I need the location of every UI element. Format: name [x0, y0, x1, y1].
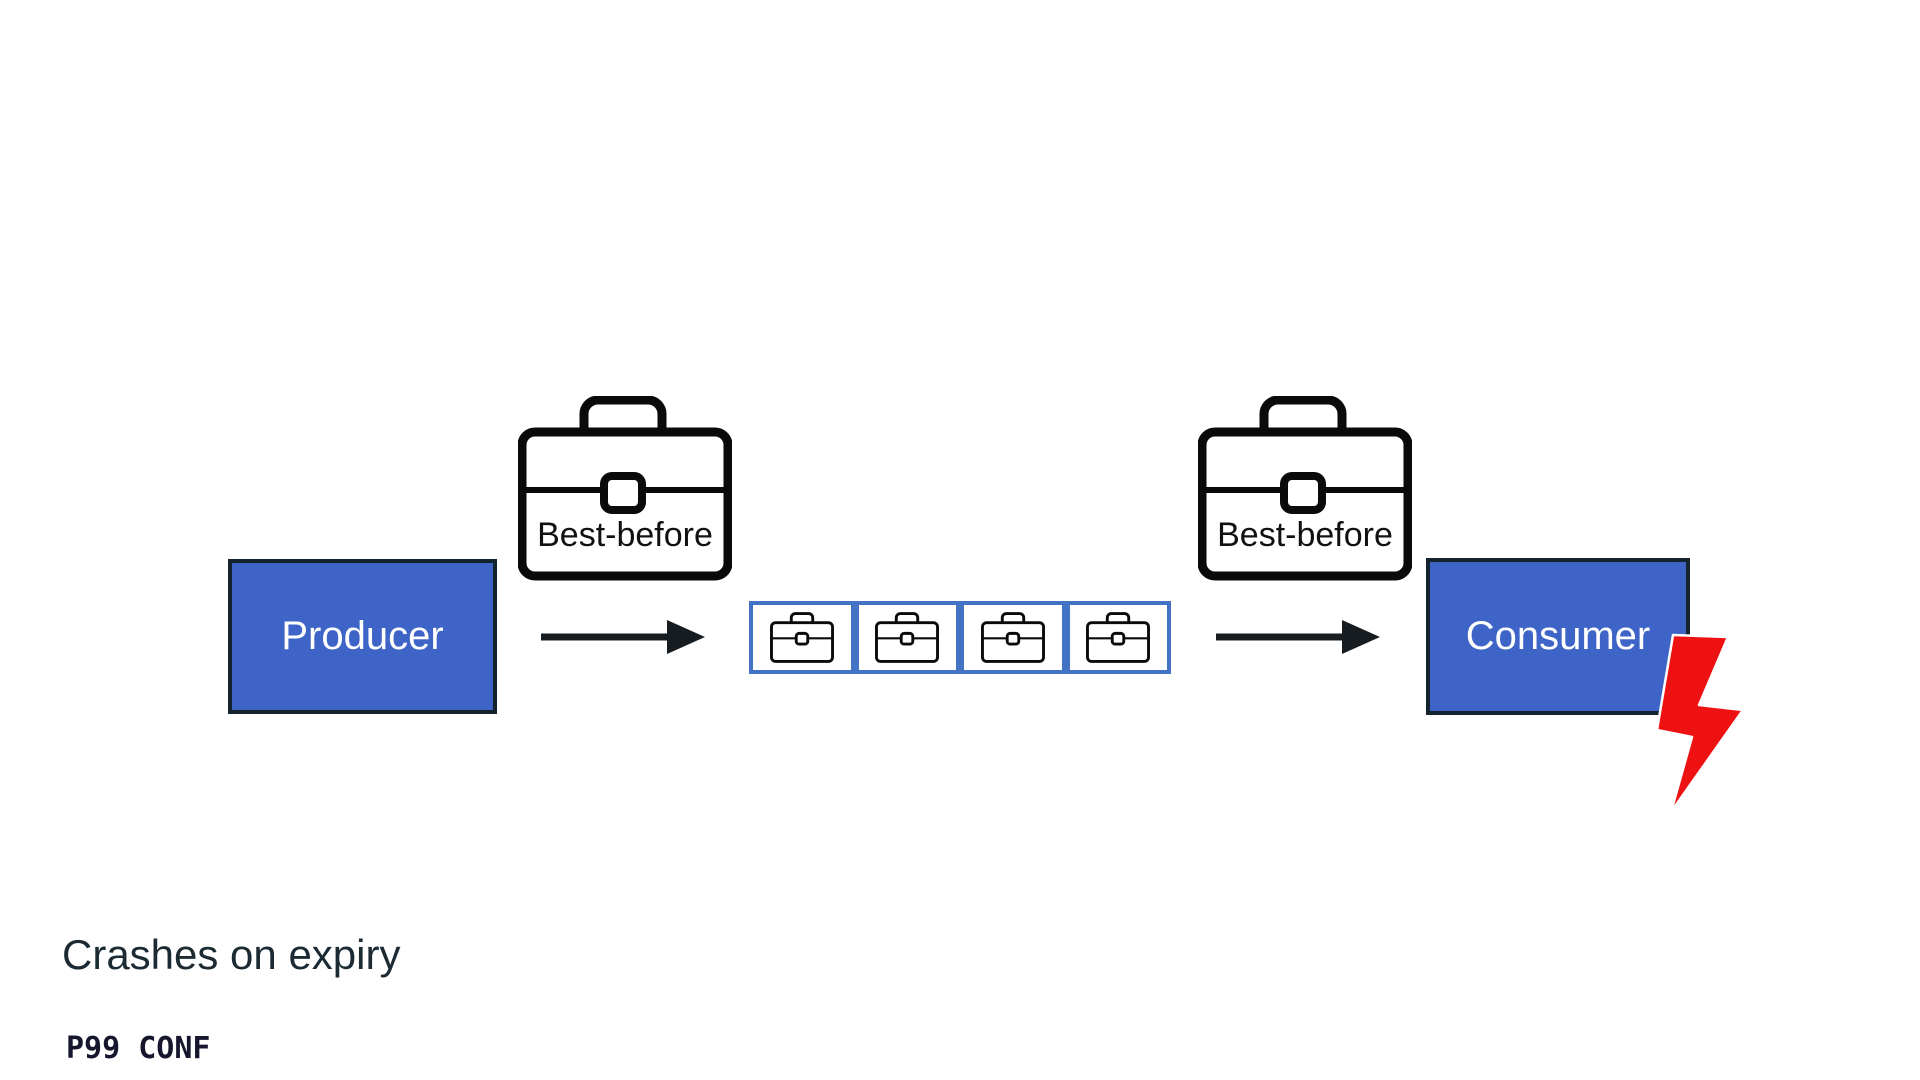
producer-label: Producer — [281, 614, 444, 658]
consumer-box: Consumer — [1426, 558, 1690, 715]
queue-cell — [749, 601, 855, 674]
arrow-right-icon — [541, 619, 706, 655]
producer-box: Producer — [228, 559, 497, 714]
consumer-label: Consumer — [1465, 614, 1651, 658]
p99-conf-logo: P99 CONF — [66, 1031, 211, 1066]
lightning-bolt-icon — [1655, 633, 1747, 815]
slide-title: Crashes on expiry — [62, 931, 401, 978]
best-before-label: Best-before — [537, 516, 713, 554]
briefcase-icon — [518, 396, 732, 581]
queue-cell — [1065, 601, 1171, 674]
briefcase-icon — [875, 612, 940, 663]
briefcase-icon — [980, 612, 1045, 663]
best-before-right: Best-before — [1198, 396, 1412, 582]
briefcase-icon — [1086, 612, 1151, 663]
best-before-label: Best-before — [1217, 516, 1393, 554]
queue — [749, 601, 1171, 674]
briefcase-icon — [769, 612, 834, 663]
briefcase-icon — [1198, 396, 1412, 581]
queue-cell — [854, 601, 960, 674]
arrow-right-icon — [1216, 619, 1381, 655]
best-before-left: Best-before — [518, 396, 732, 582]
queue-cell — [960, 601, 1066, 674]
